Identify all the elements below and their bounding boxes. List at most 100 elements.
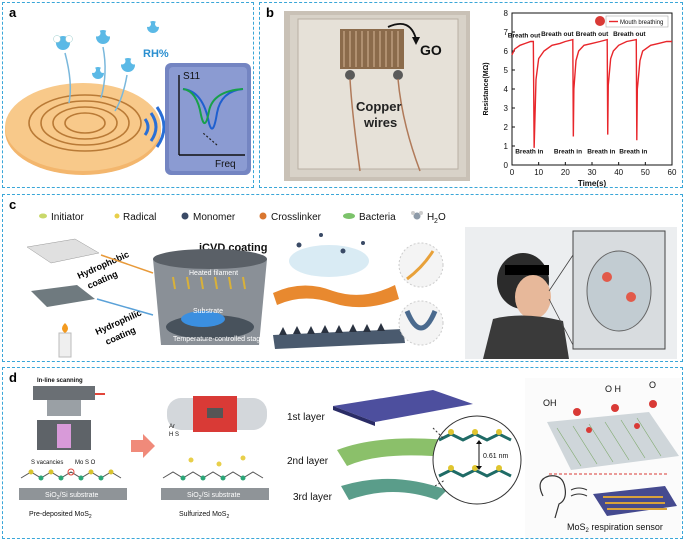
substrate-blue: [181, 311, 225, 327]
x-tick-label: 20: [561, 168, 570, 177]
copper-wires: [349, 78, 421, 172]
ar-label: Ar: [169, 424, 175, 430]
o2h-label: O H: [605, 384, 621, 394]
heated-filament-label: Heated filament: [189, 270, 238, 277]
panel-c-illustration: Initiator Radical Monomer Crosslinker Ba…: [26, 211, 677, 359]
monomer-icon: [181, 212, 189, 220]
rh-label: RH%: [143, 48, 169, 60]
copper-label: Copper: [356, 99, 402, 114]
y-tick-label: 0: [504, 161, 509, 170]
annotation-label: Breath in: [515, 149, 543, 156]
legend-bacteria: Bacteria: [359, 212, 396, 223]
legend-label: Mouth breathing: [620, 20, 663, 26]
legend-h2o-h: H: [427, 212, 434, 223]
oh-label: OH: [543, 398, 557, 408]
y-tick-label: 5: [504, 66, 509, 75]
series-line: [511, 38, 672, 148]
panel-d: d In-line scanning S vacancies Mo S O Si…: [2, 367, 683, 539]
panel-d-illustration: In-line scanning S vacancies Mo S O SiO2…: [19, 378, 681, 538]
wires-label: wires: [363, 115, 397, 130]
annotation-label: Breath out: [576, 31, 609, 38]
legend-monomer: Monomer: [193, 212, 236, 223]
annotation-label: Breath in: [619, 149, 647, 156]
layer-2: [337, 438, 467, 466]
s11-curve-blue: [182, 88, 244, 130]
x-tick-label: 60: [668, 168, 677, 177]
panel-a-illustration: RH% S11 Freq: [5, 21, 251, 175]
annotation-label: Breath out: [508, 33, 541, 40]
mos2-lattice-view: [547, 412, 679, 470]
zoom-circle: [432, 415, 522, 505]
svg-text:SiO2/Si substrate: SiO2/Si substrate: [45, 492, 98, 501]
annotation-label: Breath out: [541, 31, 574, 38]
mos-legend: Mo S O: [75, 460, 96, 466]
y-tick-label: 4: [504, 85, 509, 94]
panel-c-label: c: [9, 197, 17, 212]
y-tick-label: 6: [504, 47, 509, 56]
mouth-breathing-icon: [595, 16, 605, 26]
freq-label: Freq: [215, 159, 236, 170]
crosslinker-icon: [259, 212, 267, 220]
sensor-label: MoS2 respiration sensor: [567, 522, 663, 534]
y-tick-label: 1: [504, 142, 509, 151]
x-tick-label: 40: [614, 168, 623, 177]
s11-curve-green: [182, 88, 244, 124]
layer-3-label: 3rd layer: [293, 492, 333, 503]
svg-text:SiO2/Si substrate: SiO2/Si substrate: [187, 492, 240, 501]
water-molecule-icons: [53, 21, 161, 79]
y-tick-label: 2: [504, 123, 509, 132]
go-electrode: [340, 29, 404, 69]
x-tick-label: 0: [510, 168, 515, 177]
person-head-icon: [539, 475, 566, 519]
breath-icon: [570, 487, 588, 497]
legend-h2o-sub: 2: [434, 218, 438, 225]
adsorption-arrows: [64, 46, 128, 112]
substrate-label: Substrate: [193, 308, 223, 315]
panel-c: c Initiator Radical Monomer Crosslinker …: [2, 194, 683, 362]
layer-3: [341, 478, 447, 500]
candle: [58, 332, 72, 358]
spiral-electrode: [28, 94, 142, 152]
inline-scanning-label: In-line scanning: [37, 378, 83, 384]
legend-radical: Radical: [123, 212, 156, 223]
spacing-label: 0.61 nm: [483, 453, 508, 460]
panel-a: a RH%: [2, 2, 254, 188]
h2o-icon: [411, 211, 423, 220]
go-label: GO: [420, 42, 442, 58]
annotation-label: Breath out: [613, 31, 646, 38]
predep-lattice: [20, 471, 122, 479]
y-axis-label: Resistance(MΩ): [483, 62, 490, 115]
fabric-sheet: [26, 238, 100, 264]
initiator-icon: [39, 213, 47, 219]
legend-h2o-o: O: [438, 212, 446, 223]
radical-icon: [114, 213, 120, 219]
x-axis-label: Time(s): [578, 179, 607, 188]
hydrophilic-coating: [273, 329, 405, 349]
wireless-signal-icon: [143, 106, 166, 148]
annotation-label: Breath in: [587, 149, 615, 156]
x-tick-label: 30: [588, 168, 597, 177]
panel-a-label: a: [9, 5, 17, 20]
panel-b-photo: GO Copper wires: [284, 11, 470, 181]
legend-initiator: Initiator: [51, 212, 84, 223]
panel-b-label: b: [266, 5, 274, 20]
panel-d-label: d: [9, 370, 17, 385]
predep-label: Pre-deposited MoS2: [29, 511, 92, 520]
h2s-label: H S: [169, 432, 179, 438]
x-tick-label: 50: [641, 168, 650, 177]
legend-box: [605, 15, 669, 28]
o2-label: O: [649, 380, 656, 390]
layer-2-label: 2nd layer: [287, 456, 329, 467]
s11-label: S11: [183, 71, 200, 82]
substrate-bar-1: [19, 488, 127, 500]
hydrophobic-coating: [273, 285, 399, 308]
bacteria-icon: [343, 213, 355, 219]
annotation-label: Breath in: [554, 149, 582, 156]
y-tick-label: 3: [504, 104, 509, 113]
stage-label: Temperature-controlled stage: [173, 336, 264, 343]
x-tick-label: 10: [534, 168, 543, 177]
process-arrow: [131, 434, 155, 458]
y-tick-label: 8: [504, 9, 509, 18]
